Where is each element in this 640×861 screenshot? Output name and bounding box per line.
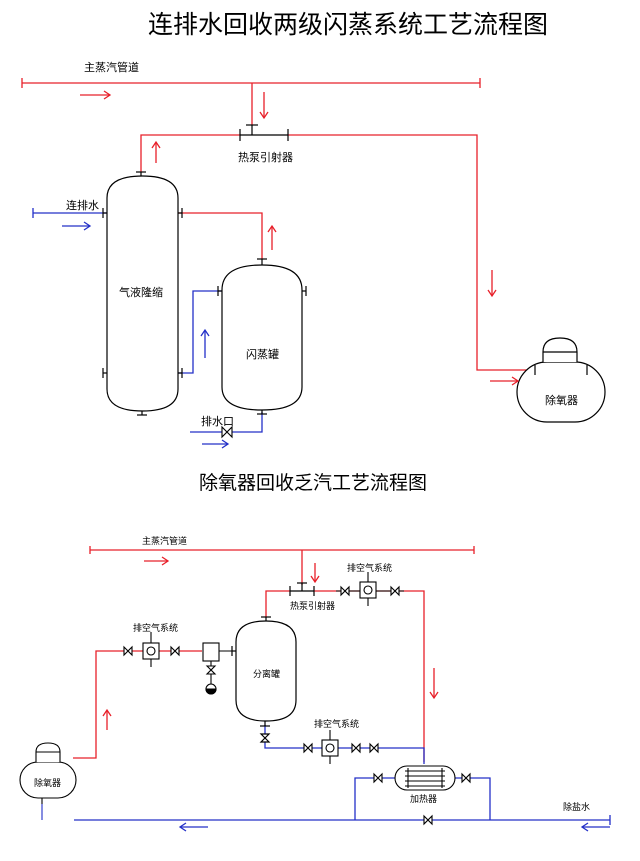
top-steam-drum: [102, 171, 183, 416]
top-title: 连排水回收两级闪蒸系统工艺流程图: [148, 10, 548, 39]
top-drain-valve: [221, 425, 233, 439]
top-drum-to-flash-water: [178, 290, 222, 374]
bottom-ejector: [289, 582, 315, 596]
top-flow-arrows: [62, 90, 520, 449]
bottom-vent-system-top: [336, 572, 404, 606]
bottom-heater: [373, 765, 471, 826]
top-steam-lines: [21, 78, 535, 371]
top-label-main-steam: 主蒸汽管道: [84, 60, 139, 74]
bottom-water-lines: [74, 725, 611, 825]
bottom-title: 除氧器回收乏汽工艺流程图: [199, 472, 427, 494]
bottom-label-heater: 加热器: [410, 793, 437, 805]
top-ejector-to-deaerator: [288, 134, 535, 371]
bottom-flow-arrows: [102, 556, 610, 832]
top-label-blowdown: 连排水: [66, 198, 99, 212]
bottom-steam-lines: [73, 546, 475, 762]
bottom-filter-trap: [202, 642, 236, 695]
bottom-label-separator: 分离罐: [253, 668, 280, 680]
bottom-label-vent-left: 排空气系统: [133, 622, 178, 634]
top-flash-tank: [217, 258, 307, 415]
top-ejector: [239, 124, 289, 141]
bottom-vent-system-left: [123, 632, 180, 667]
top-label-ejector: 热泵引射器: [238, 150, 293, 164]
bottom-label-deaerator: 除氧器: [34, 777, 61, 789]
top-label-steam-drum: 气液隆缩: [119, 285, 163, 299]
bottom-label-vent-top: 排空气系统: [347, 562, 392, 574]
bottom-label-ejector: 热泵引射器: [290, 600, 335, 612]
bottom-label-demin-water: 除盐水: [563, 801, 590, 813]
bottom-separator-tank: [231, 616, 297, 743]
bottom-deaerator: [19, 742, 77, 820]
bottom-label-main-steam: 主蒸汽管道: [142, 535, 187, 547]
bottom-label-vent-bottom: 排空气系统: [314, 718, 359, 730]
top-label-flash-tank: 闪蒸罐: [246, 347, 279, 361]
top-drum-to-flash: [178, 212, 263, 259]
top-label-drain: 排水口: [201, 414, 234, 428]
top-label-deaerator: 除氧器: [545, 393, 578, 407]
top-deaerator: [516, 337, 606, 423]
top-water-lines: [32, 208, 263, 433]
bottom-vent-system-bottom: [303, 730, 379, 764]
